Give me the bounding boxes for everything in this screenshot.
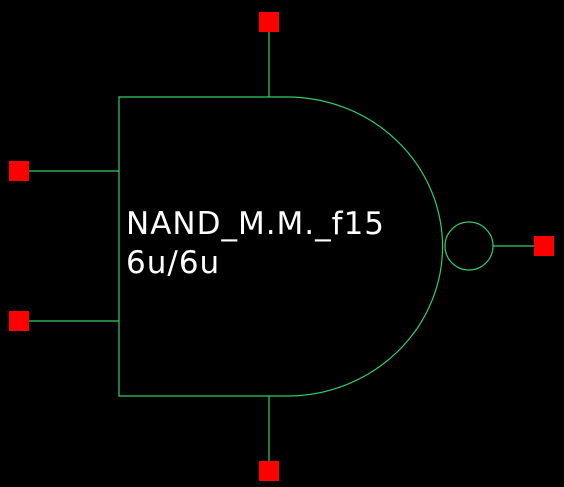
top-pin-icon[interactable] xyxy=(259,12,279,32)
input-b-pin-icon[interactable] xyxy=(9,311,29,331)
inversion-bubble xyxy=(444,221,494,271)
bottom-pin-icon[interactable] xyxy=(259,461,279,481)
size-label: 6u/6u xyxy=(126,245,220,281)
input-a-pin-icon[interactable] xyxy=(9,161,29,181)
cell-name-label: NAND_M.M._f15 xyxy=(126,206,385,242)
output-pin-icon[interactable] xyxy=(534,236,554,256)
gate-body xyxy=(118,96,444,397)
